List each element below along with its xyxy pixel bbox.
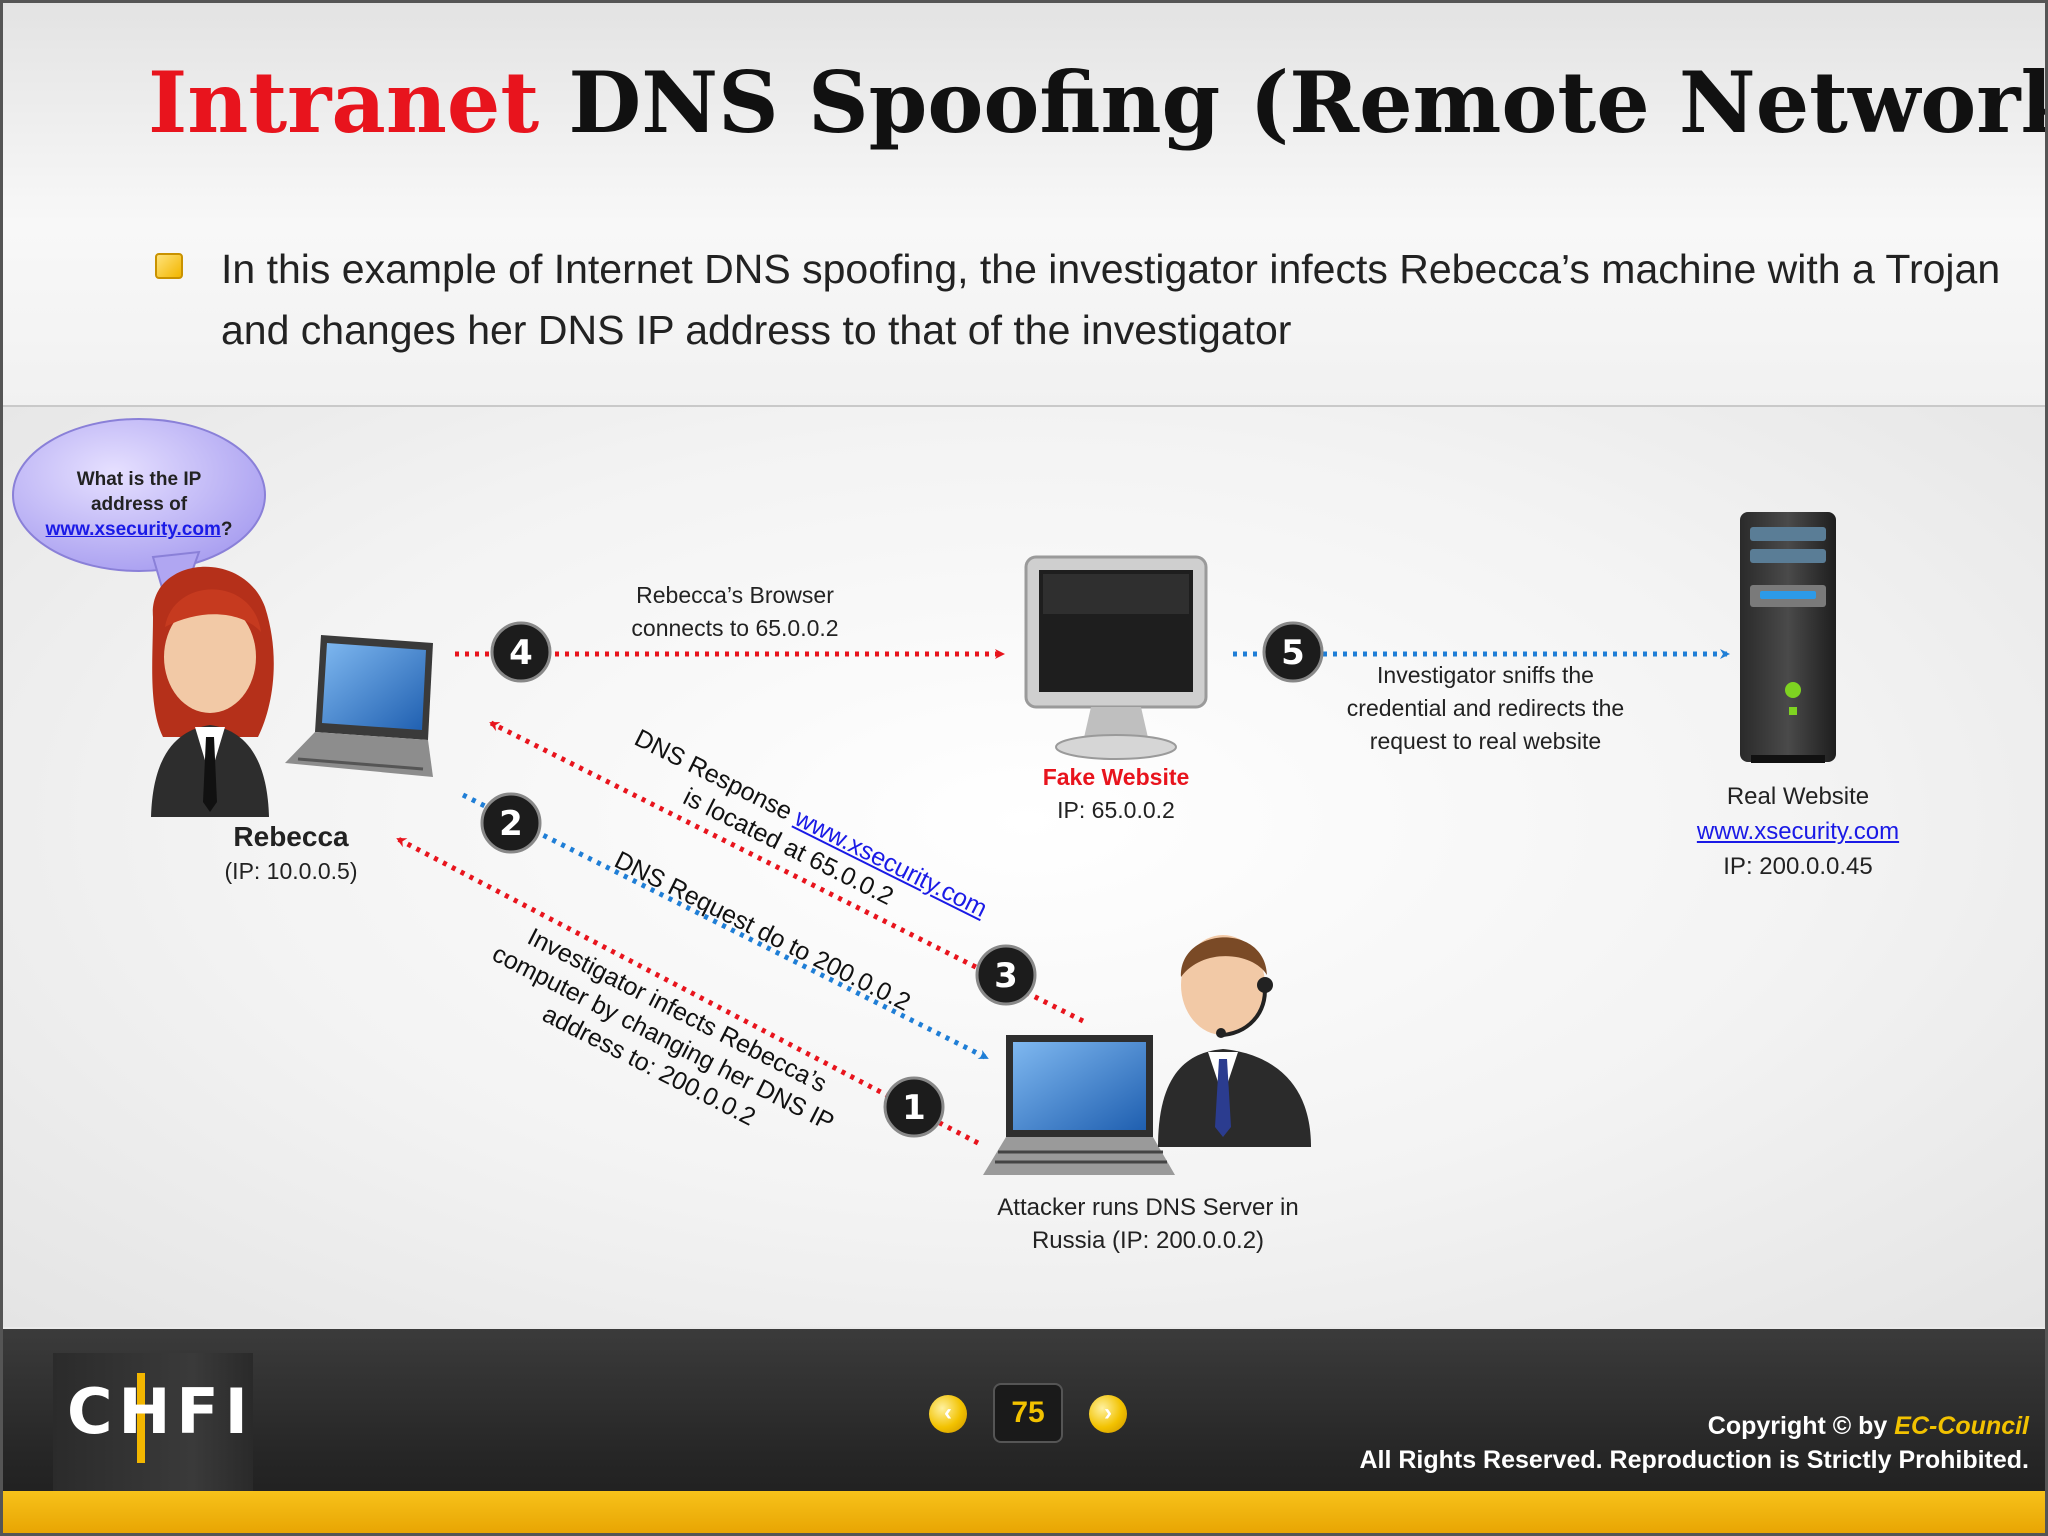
- diagram: 4 5 2 3 1 What is the IP address of: [3, 407, 2045, 1327]
- slide-header: Intranet DNS Spoofing (Remote Network) I…: [3, 3, 2048, 407]
- footer-accent-band: [3, 1491, 2045, 1533]
- step-4-number: 4: [509, 633, 533, 673]
- attacker-laptop-icon: [983, 1035, 1175, 1175]
- step-4-line2: connects to 65.0.0.2: [631, 615, 839, 641]
- diagram-graphics: 4 5 2 3 1: [12, 418, 1836, 1175]
- rebecca-person-icon: [151, 566, 274, 817]
- slide-title: Intranet DNS Spoofing (Remote Network): [148, 53, 2048, 152]
- step-4-line1: Rebecca’s Browser: [636, 582, 834, 608]
- rebecca-name: Rebecca: [233, 821, 349, 852]
- slide-footer: CHFI ‹ 75 › Copyright © by EC-Council Al…: [3, 1329, 2045, 1533]
- step-5-line1: Investigator sniffs the: [1377, 662, 1594, 688]
- step-1-badge: 1: [883, 1076, 945, 1138]
- attacker-label: Attacker runs DNS Server in Russia (IP: …: [963, 1191, 1333, 1257]
- next-page-button[interactable]: ›: [1089, 1395, 1127, 1433]
- speech-bubble-line1: What is the IP: [76, 469, 202, 490]
- step-3-number: 3: [994, 956, 1018, 996]
- fake-website-name: Fake Website: [1042, 764, 1190, 790]
- title-rest: DNS Spoofing (Remote Network): [568, 53, 2048, 152]
- copyright-prefix: Copyright © by: [1707, 1412, 1888, 1440]
- speech-bubble-text: What is the IP address of www.xsecurity.…: [23, 467, 255, 542]
- step-4-label: Rebecca’s Browser connects to 65.0.0.2: [585, 579, 885, 645]
- speech-bubble-line2: address of: [90, 494, 188, 515]
- rebecca-laptop-icon: [285, 635, 433, 777]
- real-website-name: Real Website: [1726, 783, 1870, 810]
- bullet-icon: [155, 253, 183, 279]
- step-5-number: 5: [1281, 633, 1305, 673]
- chfi-logo-text: CHFI: [67, 1375, 254, 1448]
- copyright-brand: EC-Council: [1894, 1412, 2029, 1440]
- rebecca-ip: (IP: 10.0.0.5): [224, 858, 358, 884]
- step-4-badge: 4: [490, 621, 552, 683]
- arrow-step-2: [461, 792, 989, 1061]
- fake-website-monitor-icon: [1024, 555, 1208, 760]
- chevron-right-icon: ›: [1104, 1399, 1112, 1426]
- real-website-link[interactable]: www.xsecurity.com: [1696, 818, 1900, 845]
- fake-website-ip: IP: 65.0.0.2: [1057, 797, 1175, 823]
- step-2-badge: 2: [480, 792, 542, 854]
- real-website-label: Real Website www.xsecurity.com IP: 200.0…: [1663, 779, 1933, 884]
- prev-page-button[interactable]: ‹: [929, 1395, 967, 1433]
- attacker-line2: Russia (IP: 200.0.0.2): [1031, 1227, 1265, 1254]
- step-2-number: 2: [499, 804, 523, 844]
- copyright-rights: All Rights Reserved. Reproduction is Str…: [1359, 1446, 2029, 1474]
- real-website-ip: IP: 200.0.0.45: [1723, 853, 1873, 880]
- fake-website-label: Fake Website IP: 65.0.0.2: [1006, 761, 1226, 827]
- step-5-label: Investigator sniffs the credential and r…: [1313, 659, 1658, 758]
- page-navigation: ‹ 75 ›: [929, 1383, 1129, 1443]
- step-5-badge: 5: [1262, 621, 1324, 683]
- step-5-line2: credential and redirects the: [1346, 695, 1625, 721]
- copyright-notice: Copyright © by EC-Council All Rights Res…: [1359, 1409, 2029, 1477]
- chfi-logo: CHFI: [53, 1353, 253, 1493]
- page-number: 75: [993, 1383, 1063, 1443]
- step-1-number: 1: [902, 1088, 926, 1128]
- attacker-line1: Attacker runs DNS Server in: [997, 1194, 1299, 1221]
- step-3-badge: 3: [975, 944, 1037, 1006]
- attacker-person-icon: [1158, 935, 1311, 1147]
- title-highlight: Intranet: [148, 53, 540, 152]
- real-website-server-icon: [1740, 512, 1836, 763]
- speech-bubble-suffix: ?: [220, 519, 233, 540]
- step-5-line3: request to real website: [1369, 728, 1602, 754]
- bullet-text: In this example of Internet DNS spoofing…: [221, 246, 2001, 353]
- chfi-logo-bar: [137, 1373, 145, 1463]
- speech-bubble-link[interactable]: www.xsecurity.com: [45, 519, 221, 540]
- rebecca-label: Rebecca (IP: 10.0.0.5): [181, 819, 401, 888]
- chevron-left-icon: ‹: [944, 1399, 952, 1426]
